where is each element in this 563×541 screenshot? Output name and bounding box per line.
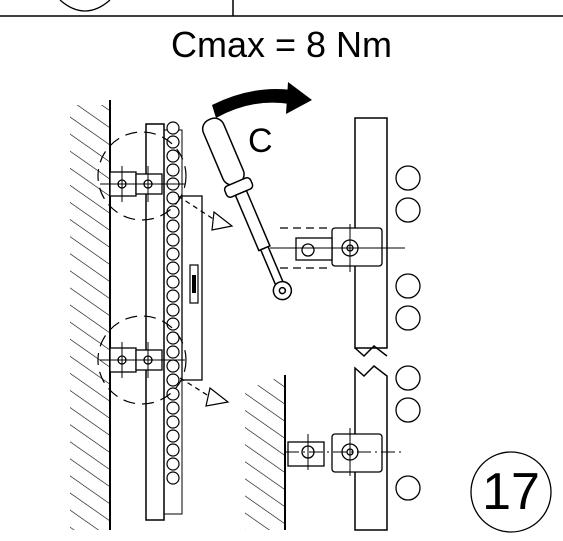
step-number: 17 (482, 463, 540, 521)
left-wall (70, 100, 111, 530)
right-upper-hinge (270, 224, 405, 272)
lower-detail-callout (97, 315, 187, 405)
lower-zoom-arrow (179, 377, 230, 407)
right-lower-hinge (285, 428, 405, 476)
lower-hinge-bracket (100, 342, 185, 378)
torque-wrench-icon (201, 117, 293, 301)
rotation-label: C (248, 122, 273, 160)
left-rollers (166, 121, 180, 485)
header-frame (0, 0, 563, 17)
curved-arrow-icon (212, 82, 312, 118)
right-lower-rollers (395, 365, 421, 501)
upper-detail-callout (97, 131, 187, 221)
right-lower-wall (245, 375, 286, 530)
upper-hinge-bracket (100, 166, 185, 202)
upper-zoom-arrow (177, 195, 234, 231)
left-door-panel (181, 195, 203, 381)
step-number-circle (470, 451, 552, 533)
right-upper-rollers (395, 165, 421, 331)
torque-spec-title: Cmax = 8 Nm (170, 24, 393, 65)
